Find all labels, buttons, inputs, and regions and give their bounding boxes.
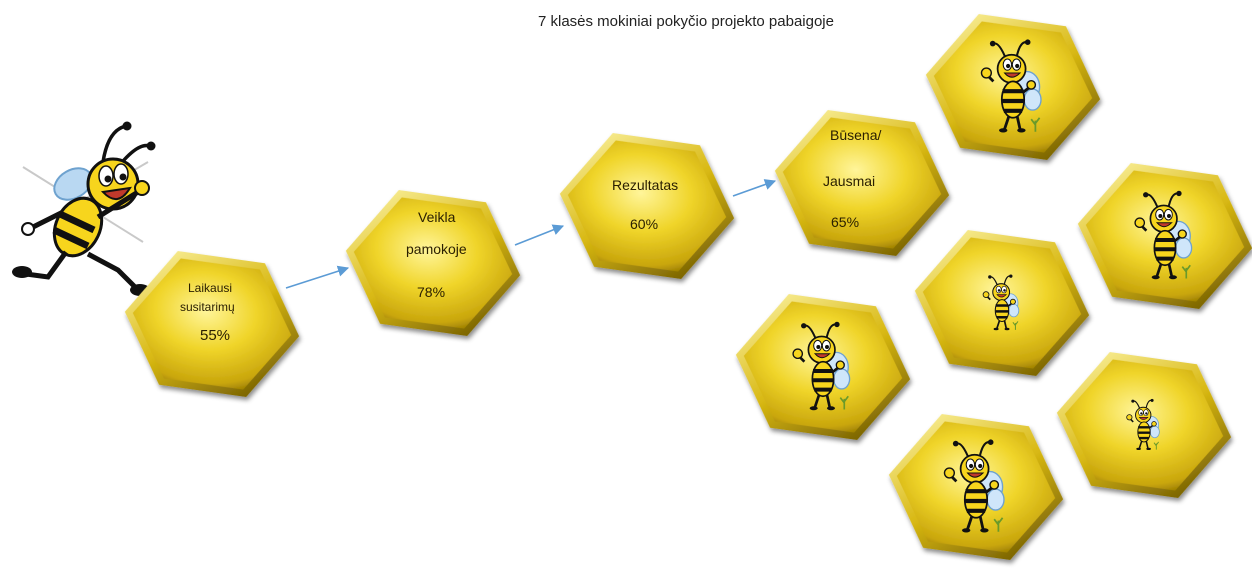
step-hexagon-2 xyxy=(345,190,521,336)
bee-part xyxy=(86,251,138,290)
bee-part xyxy=(25,250,69,280)
step-hexagon-3 xyxy=(559,133,735,279)
bee-part xyxy=(104,175,112,183)
step-hexagon-4 xyxy=(774,110,950,256)
bee-part xyxy=(122,121,132,131)
bee-part xyxy=(52,226,90,250)
step-hexagon-1 xyxy=(124,251,300,397)
diagram-title: 7 klasės mokiniai pokyčio projekto pabai… xyxy=(537,13,834,30)
flow-arrow-2 xyxy=(514,224,565,246)
bee-part xyxy=(86,157,140,211)
bee-part xyxy=(146,141,156,151)
flow-arrow-1 xyxy=(285,265,350,289)
step-label: Laikausi xyxy=(188,281,232,295)
bee-part xyxy=(96,189,140,220)
step-label: Veikla xyxy=(418,209,456,225)
step-label: Būsena/ xyxy=(830,127,881,143)
bee-part xyxy=(58,210,96,234)
step-label: pamokoje xyxy=(406,241,467,257)
bee-part xyxy=(31,209,65,230)
step-value: 55% xyxy=(200,327,230,344)
bee-part xyxy=(113,163,129,185)
bee-part xyxy=(134,180,150,196)
bee-part xyxy=(12,266,32,278)
hexagon-face xyxy=(353,197,513,329)
step-value: 60% xyxy=(630,216,658,232)
running-bee-icon xyxy=(12,121,156,296)
bee-part xyxy=(21,222,35,236)
bee-part xyxy=(100,186,132,200)
hexagon-face xyxy=(567,140,727,272)
hexagon-face xyxy=(782,117,942,249)
bee-part xyxy=(119,173,127,181)
bee-part xyxy=(98,165,114,187)
step-label: Rezultatas xyxy=(612,177,678,193)
flow-arrow-3 xyxy=(732,179,777,197)
step-value: 78% xyxy=(417,284,445,300)
bee-part xyxy=(101,124,127,163)
hexagon-face xyxy=(132,258,292,390)
step-label: Jausmai xyxy=(823,173,875,189)
step-label: susitarimų xyxy=(180,300,235,314)
step-value: 65% xyxy=(831,214,859,230)
